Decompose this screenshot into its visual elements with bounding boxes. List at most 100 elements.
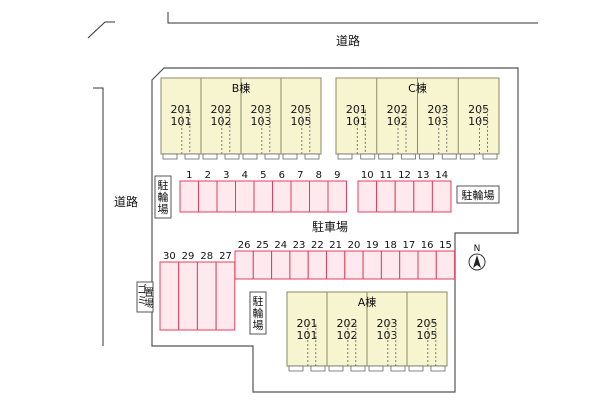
parking-space-number: 29 xyxy=(182,251,195,262)
entrance-dashed xyxy=(181,109,191,154)
parking-space xyxy=(271,250,291,280)
parking-space xyxy=(376,180,396,213)
north-arrow: N xyxy=(468,244,486,271)
road-lines xyxy=(87,12,538,346)
parking-space xyxy=(344,250,364,280)
parking-space-number: 12 xyxy=(398,170,411,181)
unit-number-lower: 105 xyxy=(417,329,438,342)
parking-space-number: 8 xyxy=(316,170,322,181)
left-road-label: 道路 xyxy=(114,194,138,209)
parking-space-number: 17 xyxy=(402,240,415,251)
unit-number-upper: 202 xyxy=(387,103,408,116)
parking-space xyxy=(413,180,433,213)
entrance-dashed xyxy=(438,109,448,154)
entrance-dashed xyxy=(356,109,366,154)
bike-parking-left-label: 駐輪場 xyxy=(158,178,169,216)
parking-space-number: 10 xyxy=(361,170,374,181)
unit-number-lower: 105 xyxy=(468,115,489,128)
top-road-edge xyxy=(167,12,538,24)
balcony-box xyxy=(224,153,240,160)
unit-number-upper: 201 xyxy=(297,317,318,330)
north-arrow-icon xyxy=(473,255,481,268)
parking-space xyxy=(253,180,273,213)
balcony-box xyxy=(162,153,178,160)
parking-space xyxy=(394,180,415,213)
building-b-name: B棟 xyxy=(232,81,251,95)
parking-space-number: 24 xyxy=(274,240,287,251)
garbage-label-line1: ゴミ xyxy=(137,283,147,307)
balcony-box xyxy=(441,153,457,160)
parking-space xyxy=(399,250,419,280)
parking-space xyxy=(215,261,236,331)
entrance-dashed xyxy=(261,109,271,154)
entrance-dashed xyxy=(221,109,231,154)
parking-space xyxy=(380,250,401,280)
entrance-dashed xyxy=(397,109,407,154)
parking-space-number: 9 xyxy=(334,170,340,181)
bike-parking-left-box xyxy=(154,175,172,219)
bike-parking-right: 駐輪場 xyxy=(456,185,500,204)
balcony-box xyxy=(368,365,384,372)
unit-number-upper: 203 xyxy=(427,103,448,116)
top-road-label: 道路 xyxy=(336,33,360,48)
north-label: N xyxy=(474,244,481,254)
parking-space-number: 22 xyxy=(311,240,324,251)
balcony-box xyxy=(482,153,498,160)
building-c-name: C棟 xyxy=(408,81,427,95)
unit-number-lower: 101 xyxy=(346,115,367,128)
parking-space xyxy=(289,250,309,280)
parking-space xyxy=(235,180,255,213)
unit-number-upper: 205 xyxy=(417,317,438,330)
parking-space-number: 7 xyxy=(297,170,303,181)
unit-number-lower: 102 xyxy=(211,115,232,128)
parking-space-number: 19 xyxy=(366,240,379,251)
unit-number-upper: 203 xyxy=(377,317,398,330)
parking-space-number: 20 xyxy=(348,240,361,251)
balcony-box xyxy=(282,153,298,160)
bike-parking-center: 駐輪場 xyxy=(249,291,267,335)
parking-space xyxy=(327,180,347,213)
parking-space-number: 1 xyxy=(186,170,192,181)
unit-number-upper: 203 xyxy=(251,103,272,116)
parking-space xyxy=(417,250,437,280)
left-road-edge xyxy=(93,87,104,346)
parking-space xyxy=(216,180,236,213)
parking-space xyxy=(179,180,199,213)
bike-parking-center-box xyxy=(249,291,267,335)
parking-space-number: 25 xyxy=(256,240,269,251)
parking-space xyxy=(272,180,292,213)
entrance-dashed xyxy=(479,109,489,154)
balcony-box xyxy=(337,153,353,160)
parking-space xyxy=(290,180,310,213)
top-left-road-edge xyxy=(87,21,115,39)
parking-space xyxy=(307,250,328,280)
building-a-name: A棟 xyxy=(358,295,377,309)
entrance-dashed xyxy=(301,109,311,154)
parking-lot-label: 駐車場 xyxy=(312,219,348,234)
garbage-label-line2: 置場 xyxy=(144,287,154,310)
unit-number-lower: 101 xyxy=(171,115,192,128)
bike-parking-right-box xyxy=(456,185,500,204)
parking-space-number: 23 xyxy=(293,240,306,251)
parking-space-number: 11 xyxy=(380,170,393,181)
balcony-box xyxy=(408,365,424,372)
parking-space-number: 15 xyxy=(439,240,452,251)
unit-number-upper: 205 xyxy=(291,103,312,116)
parking-space-number: 28 xyxy=(200,251,213,262)
parking-space xyxy=(252,250,273,280)
parking-space-number: 4 xyxy=(242,170,248,181)
parking-space xyxy=(178,261,198,331)
balcony-box xyxy=(184,153,200,160)
balcony-box xyxy=(202,153,218,160)
balcony-box xyxy=(430,365,446,372)
unit-number-lower: 102 xyxy=(337,329,358,342)
garbage-area-box xyxy=(136,281,154,313)
balcony-box xyxy=(350,365,366,372)
balcony-box xyxy=(328,365,344,372)
